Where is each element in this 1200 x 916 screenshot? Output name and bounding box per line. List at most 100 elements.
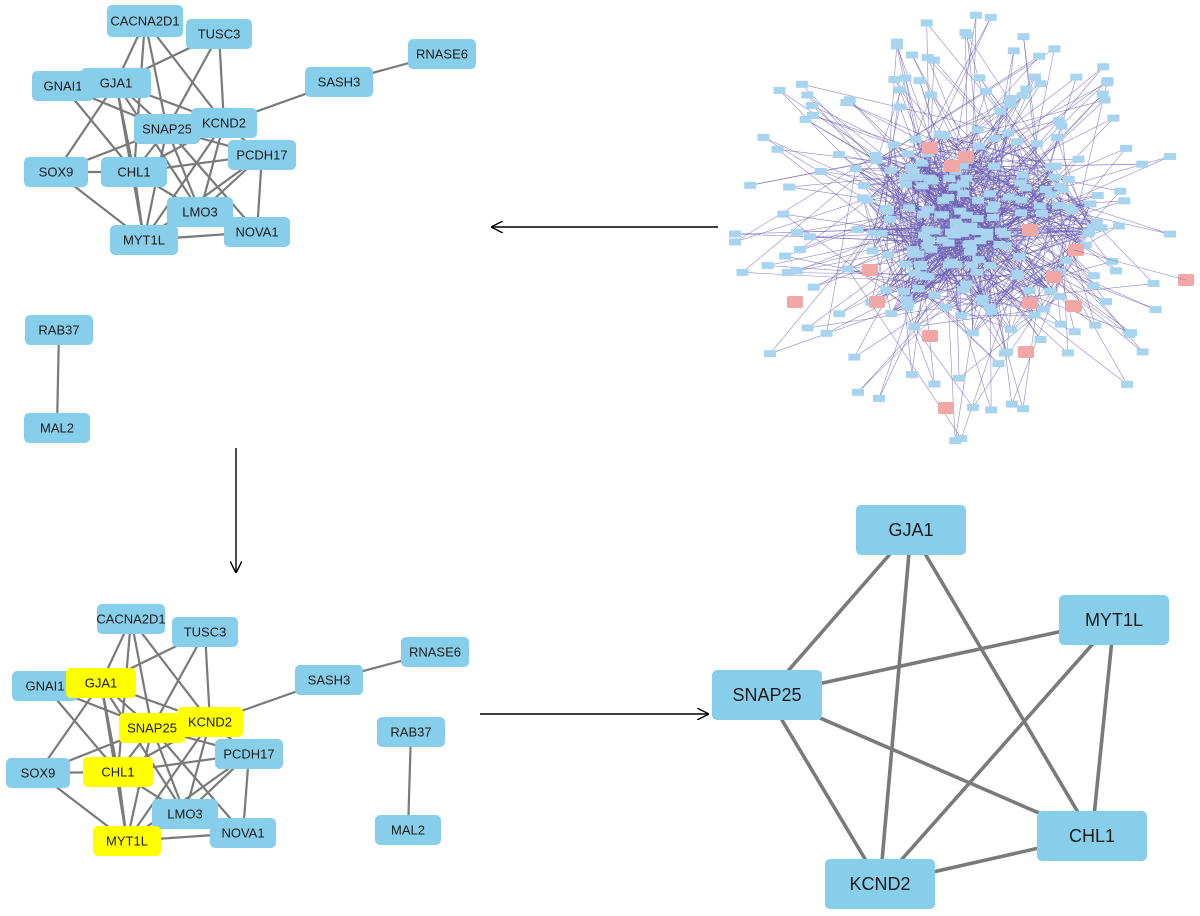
node-sash3[interactable]: SASH3 (295, 665, 363, 695)
ppi-edge (847, 268, 1012, 330)
ppi-node (913, 77, 926, 85)
node-snap25[interactable]: SNAP25 (119, 713, 185, 743)
ppi-node (851, 226, 864, 234)
node-gnai1[interactable]: GNAI1 (12, 671, 78, 701)
ppi-node (1010, 138, 1023, 146)
node-tusc3[interactable]: TUSC3 (186, 19, 252, 49)
ppi-node (1033, 202, 1046, 210)
ppi-node (1017, 33, 1030, 41)
ppi-node (744, 181, 757, 189)
ppi-node (1048, 173, 1061, 181)
ppi-node (927, 56, 940, 64)
node-nova1[interactable]: NOVA1 (210, 818, 276, 848)
node-mal2[interactable]: MAL2 (375, 815, 441, 845)
ppi-edge (948, 243, 962, 316)
ppi-node (957, 190, 970, 198)
node-label: MAL2 (40, 420, 74, 435)
node-chl1[interactable]: CHL1 (101, 157, 167, 187)
node-cacna2d1[interactable]: CACNA2D1 (107, 5, 183, 37)
node-gnai1[interactable]: GNAI1 (32, 71, 94, 101)
ppi-node (981, 228, 994, 236)
node-label: NOVA1 (235, 224, 278, 239)
node-kcnd2[interactable]: KCND2 (177, 707, 243, 737)
node-label: SASH3 (318, 74, 361, 89)
ppi-node (1015, 196, 1028, 204)
node-gja1[interactable]: GJA1 (81, 68, 151, 98)
ppi-edge (1056, 137, 1090, 233)
node-rab37[interactable]: RAB37 (377, 717, 445, 747)
ppi-hub-node (922, 142, 938, 154)
node-pcdh17[interactable]: PCDH17 (228, 140, 296, 170)
node-pcdh17[interactable]: PCDH17 (215, 739, 283, 769)
ppi-node (980, 87, 993, 95)
node-myt1l[interactable]: MYT1L (93, 826, 161, 856)
edge-cacna2d1-kcnd2 (130, 618, 211, 723)
ppi-edge (994, 166, 1089, 235)
ppi-node (1106, 257, 1119, 265)
ppi-node (870, 156, 883, 164)
ppi-node (803, 233, 816, 241)
node-cacna2d1[interactable]: CACNA2D1 (96, 604, 166, 634)
ppi-node (985, 205, 998, 213)
ppi-node (992, 360, 1005, 368)
node-chl1[interactable]: CHL1 (1037, 811, 1147, 861)
node-snap25[interactable]: SNAP25 (134, 114, 200, 144)
ppi-node (729, 238, 741, 246)
node-sox9[interactable]: SOX9 (6, 758, 70, 788)
ppi-edge (1045, 189, 1062, 325)
ppi-node (928, 291, 941, 299)
node-rab37[interactable]: RAB37 (25, 315, 93, 345)
ppi-edge (1059, 271, 1156, 310)
ppi-node (948, 183, 961, 191)
ppi-node (1098, 96, 1111, 104)
node-kcnd2[interactable]: KCND2 (825, 859, 935, 909)
ppi-node (994, 107, 1007, 115)
ppi-edge (785, 255, 983, 299)
edge-tusc3-snap25 (151, 631, 206, 729)
node-sox9[interactable]: SOX9 (24, 157, 88, 187)
node-gja1[interactable]: GJA1 (66, 668, 136, 698)
node-myt1l[interactable]: MYT1L (110, 225, 178, 255)
ppi-node (899, 260, 912, 268)
ppi-edge (742, 160, 877, 273)
ppi-node (1101, 77, 1114, 85)
node-sash3[interactable]: SASH3 (305, 67, 373, 97)
ppi-node (848, 353, 861, 361)
ppi-node (1013, 253, 1026, 261)
node-label: KCND2 (188, 714, 232, 729)
ppi-edge (915, 138, 1091, 205)
ppi-edge (847, 208, 886, 269)
node-label: TUSC3 (198, 26, 241, 41)
ppi-node (849, 165, 862, 173)
ppi-edge (930, 94, 995, 167)
ppi-edge (1029, 191, 1121, 291)
ppi-edge (1073, 249, 1187, 281)
node-lmo3[interactable]: LMO3 (152, 799, 218, 829)
ppi-node (955, 312, 968, 320)
ppi-edge (876, 99, 1105, 161)
node-chl1[interactable]: CHL1 (83, 757, 153, 787)
ppi-node (1068, 328, 1081, 336)
node-rnase6[interactable]: RNASE6 (408, 39, 476, 69)
node-rnase6[interactable]: RNASE6 (401, 637, 469, 667)
ppi-node (857, 194, 870, 202)
node-snap25[interactable]: SNAP25 (712, 670, 822, 720)
node-mal2[interactable]: MAL2 (24, 413, 90, 443)
ppi-node (1029, 73, 1042, 81)
node-kcnd2[interactable]: KCND2 (191, 108, 257, 138)
ppi-node (1007, 47, 1020, 55)
node-tusc3[interactable]: TUSC3 (172, 617, 238, 647)
node-nova1[interactable]: NOVA1 (224, 217, 290, 247)
ppi-node (922, 206, 935, 214)
node-lmo3[interactable]: LMO3 (167, 197, 233, 227)
ppi-node (905, 51, 918, 59)
ppi-node (921, 54, 934, 62)
node-gja1[interactable]: GJA1 (856, 505, 966, 555)
ppi-network-hairball (729, 11, 1194, 445)
ppi-edge (1057, 205, 1096, 326)
ppi-node (983, 303, 996, 311)
node-myt1l[interactable]: MYT1L (1059, 595, 1169, 645)
ppi-node (1005, 400, 1018, 408)
